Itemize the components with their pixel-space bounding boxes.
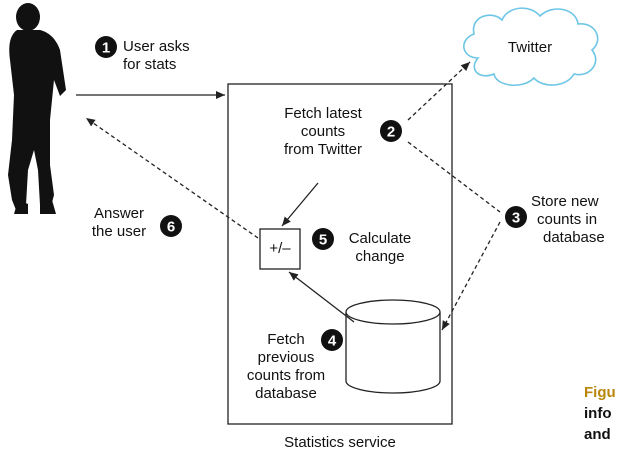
- svg-text:3: 3: [512, 210, 520, 227]
- step-4-label: Fetch previous counts from database: [246, 331, 326, 402]
- twitter-cloud-icon: [463, 7, 599, 86]
- step-badge-4: 4: [321, 329, 343, 351]
- twitter-label: Twitter: [507, 39, 553, 56]
- step-6-label: Answer the user: [91, 205, 147, 240]
- calc-box: [259, 228, 301, 270]
- step-3-label: Store new counts in database: [531, 193, 605, 246]
- user-figure-icon: [8, 3, 66, 214]
- arrow-store-to-database: [441, 221, 501, 331]
- svg-text:4: 4: [328, 333, 337, 350]
- arrow-database-to-calc: [288, 271, 355, 323]
- step-badge-6: 6: [160, 215, 182, 237]
- step-badge-2: 2: [380, 120, 402, 142]
- figure-caption-fragment: Figu info and: [584, 384, 616, 443]
- arrow-to-twitter: [407, 61, 471, 121]
- arrow-twitter-to-store: [407, 141, 501, 213]
- step-5-label: Calculate change: [348, 230, 412, 265]
- statistics-service-box: [227, 83, 453, 425]
- database-cylinder-icon: [345, 299, 441, 394]
- step-badge-1: 1: [95, 36, 117, 58]
- step-2-label: Fetch latest counts from Twitter: [283, 105, 363, 158]
- svg-text:5: 5: [319, 232, 327, 249]
- step-badge-3: 3: [505, 206, 527, 228]
- step-1-label: User asks for stats: [123, 38, 190, 73]
- step-badge-5: 5: [312, 228, 334, 250]
- arrow-fetch-to-calc: [281, 182, 319, 227]
- svg-text:2: 2: [387, 124, 395, 141]
- svg-text:1: 1: [102, 40, 110, 57]
- service-label: Statistics service: [284, 434, 396, 451]
- svg-text:6: 6: [167, 219, 175, 236]
- calc-box-label: +/–: [269, 240, 291, 257]
